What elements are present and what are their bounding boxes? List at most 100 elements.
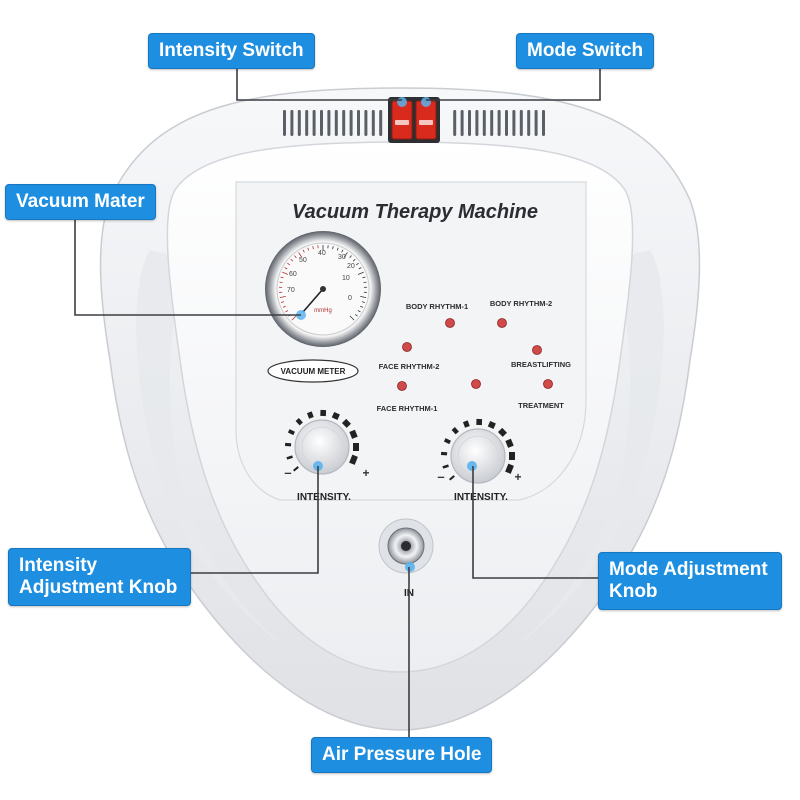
dial-tick (349, 429, 358, 439)
dial-tick (341, 418, 351, 428)
leader-intensity-switch (236, 68, 402, 101)
gauge-tick-label: 0 (348, 295, 352, 302)
gauge-tick (284, 267, 288, 270)
air-pressure-inlet[interactable] (378, 518, 434, 574)
dial-tick (286, 455, 293, 460)
gauge-units: mmHg (314, 308, 332, 314)
vent-slot (534, 110, 538, 136)
dial-tick (451, 427, 459, 435)
gauge-tick (343, 252, 348, 258)
callout-air-pressure-hole: Air Pressure Hole (311, 737, 493, 773)
vent-grille (283, 110, 545, 136)
mode-label-treatment: TREATMENT (518, 401, 564, 410)
gauge-tick (360, 296, 367, 298)
gauge-tick (357, 310, 361, 313)
vent-slot (527, 110, 531, 136)
vent-slot (290, 110, 294, 136)
callout-mode-switch: Mode Switch (516, 33, 655, 69)
dial-tick (349, 454, 358, 465)
intensity-minus: – (284, 465, 291, 480)
vent-slot (349, 110, 353, 136)
dial-tick (487, 420, 496, 429)
vacuum-meter-badge (267, 359, 359, 383)
dial-tick (442, 464, 449, 469)
dial-tick (295, 418, 303, 426)
leader-lines (74, 68, 601, 737)
vent-slot (327, 110, 331, 136)
vent-slot (312, 110, 316, 136)
gauge-tick (341, 249, 344, 253)
gauge-tick-label: 30 (338, 254, 346, 261)
vent-slot (305, 110, 309, 136)
vent-slot (283, 110, 286, 136)
vent-slot (542, 110, 545, 136)
callout-mode-knob: Mode Adjustment Knob (598, 552, 782, 610)
callout-line: Intensity (19, 555, 98, 576)
callout-vacuum-mater: Vacuum Mater (5, 184, 156, 220)
gauge-tick (282, 305, 286, 308)
callout-line: Knob (609, 581, 658, 602)
dial-tick (462, 420, 470, 428)
vacuum-meter-label: VACUUM METER (281, 367, 346, 376)
control-panel (235, 181, 587, 501)
indicator-led (397, 381, 407, 391)
gauge-tick (360, 305, 364, 308)
vent-slot (475, 110, 479, 136)
vent-slot (371, 110, 375, 136)
gauge-tick-label: 10 (342, 275, 350, 282)
vent-slot (460, 110, 464, 136)
mode-knob-marker (467, 461, 477, 471)
dial-tick (497, 427, 507, 437)
mode-knob[interactable] (440, 418, 515, 484)
gauge-tick (285, 310, 289, 313)
callout-line: Adjustment Knob (19, 577, 178, 598)
gauge-tick (298, 252, 303, 258)
leader-intensity-knob (190, 466, 319, 574)
intensity-knob-label: INTENSITY. (297, 492, 351, 503)
gauge-tick (312, 246, 314, 250)
gauge-tick (361, 301, 365, 303)
leader-mode-switch (426, 68, 601, 101)
dial-tick (306, 411, 314, 419)
vent-slot (357, 110, 360, 136)
vent-slot (512, 110, 516, 136)
gauge-tick (279, 296, 286, 298)
callout-intensity-switch: Intensity Switch (148, 33, 315, 69)
dial-tick (505, 463, 514, 474)
gauge-tick (332, 246, 334, 250)
indicator-led (497, 318, 507, 328)
vent-slot (505, 110, 508, 136)
gauge-tick (290, 258, 294, 262)
callout-line: Mode Adjustment (609, 559, 768, 580)
gauge-tick (287, 262, 291, 266)
dial-tick (449, 475, 455, 481)
mode-label-body-rhythm-1: BODY RHYTHM-1 (406, 302, 468, 311)
vent-slot (364, 110, 368, 136)
gauge-tick (282, 271, 289, 275)
gauge-tick-label: 40 (318, 250, 326, 257)
leader-vacuum-mater (74, 220, 301, 316)
gauge-tick (354, 314, 358, 317)
gauge-tick (336, 247, 339, 251)
mode-label-breastlifting: BREASTLIFTING (511, 360, 571, 369)
mode-label-face-rhythm-2: FACE RHYTHM-2 (379, 362, 440, 371)
indicator-led (402, 342, 412, 352)
vent-slot (297, 110, 301, 136)
vent-slot (342, 110, 346, 136)
vent-slot (519, 110, 523, 136)
gauge-tick (355, 262, 359, 266)
dial-tick (505, 438, 514, 448)
gauge-tick (281, 301, 285, 303)
intensity-plus: + (362, 466, 369, 480)
mode-minus: – (437, 469, 444, 484)
vent-slot (482, 110, 486, 136)
device-side-flange (136, 250, 290, 650)
gauge-tick-label: 20 (347, 263, 355, 270)
dial-tick (293, 466, 299, 472)
gauge-tick (352, 258, 356, 262)
vent-slot (334, 110, 338, 136)
gauge-tick (302, 249, 305, 253)
mode-knob-label: INTENSITY. (454, 492, 508, 503)
gauge-tick (349, 315, 355, 321)
